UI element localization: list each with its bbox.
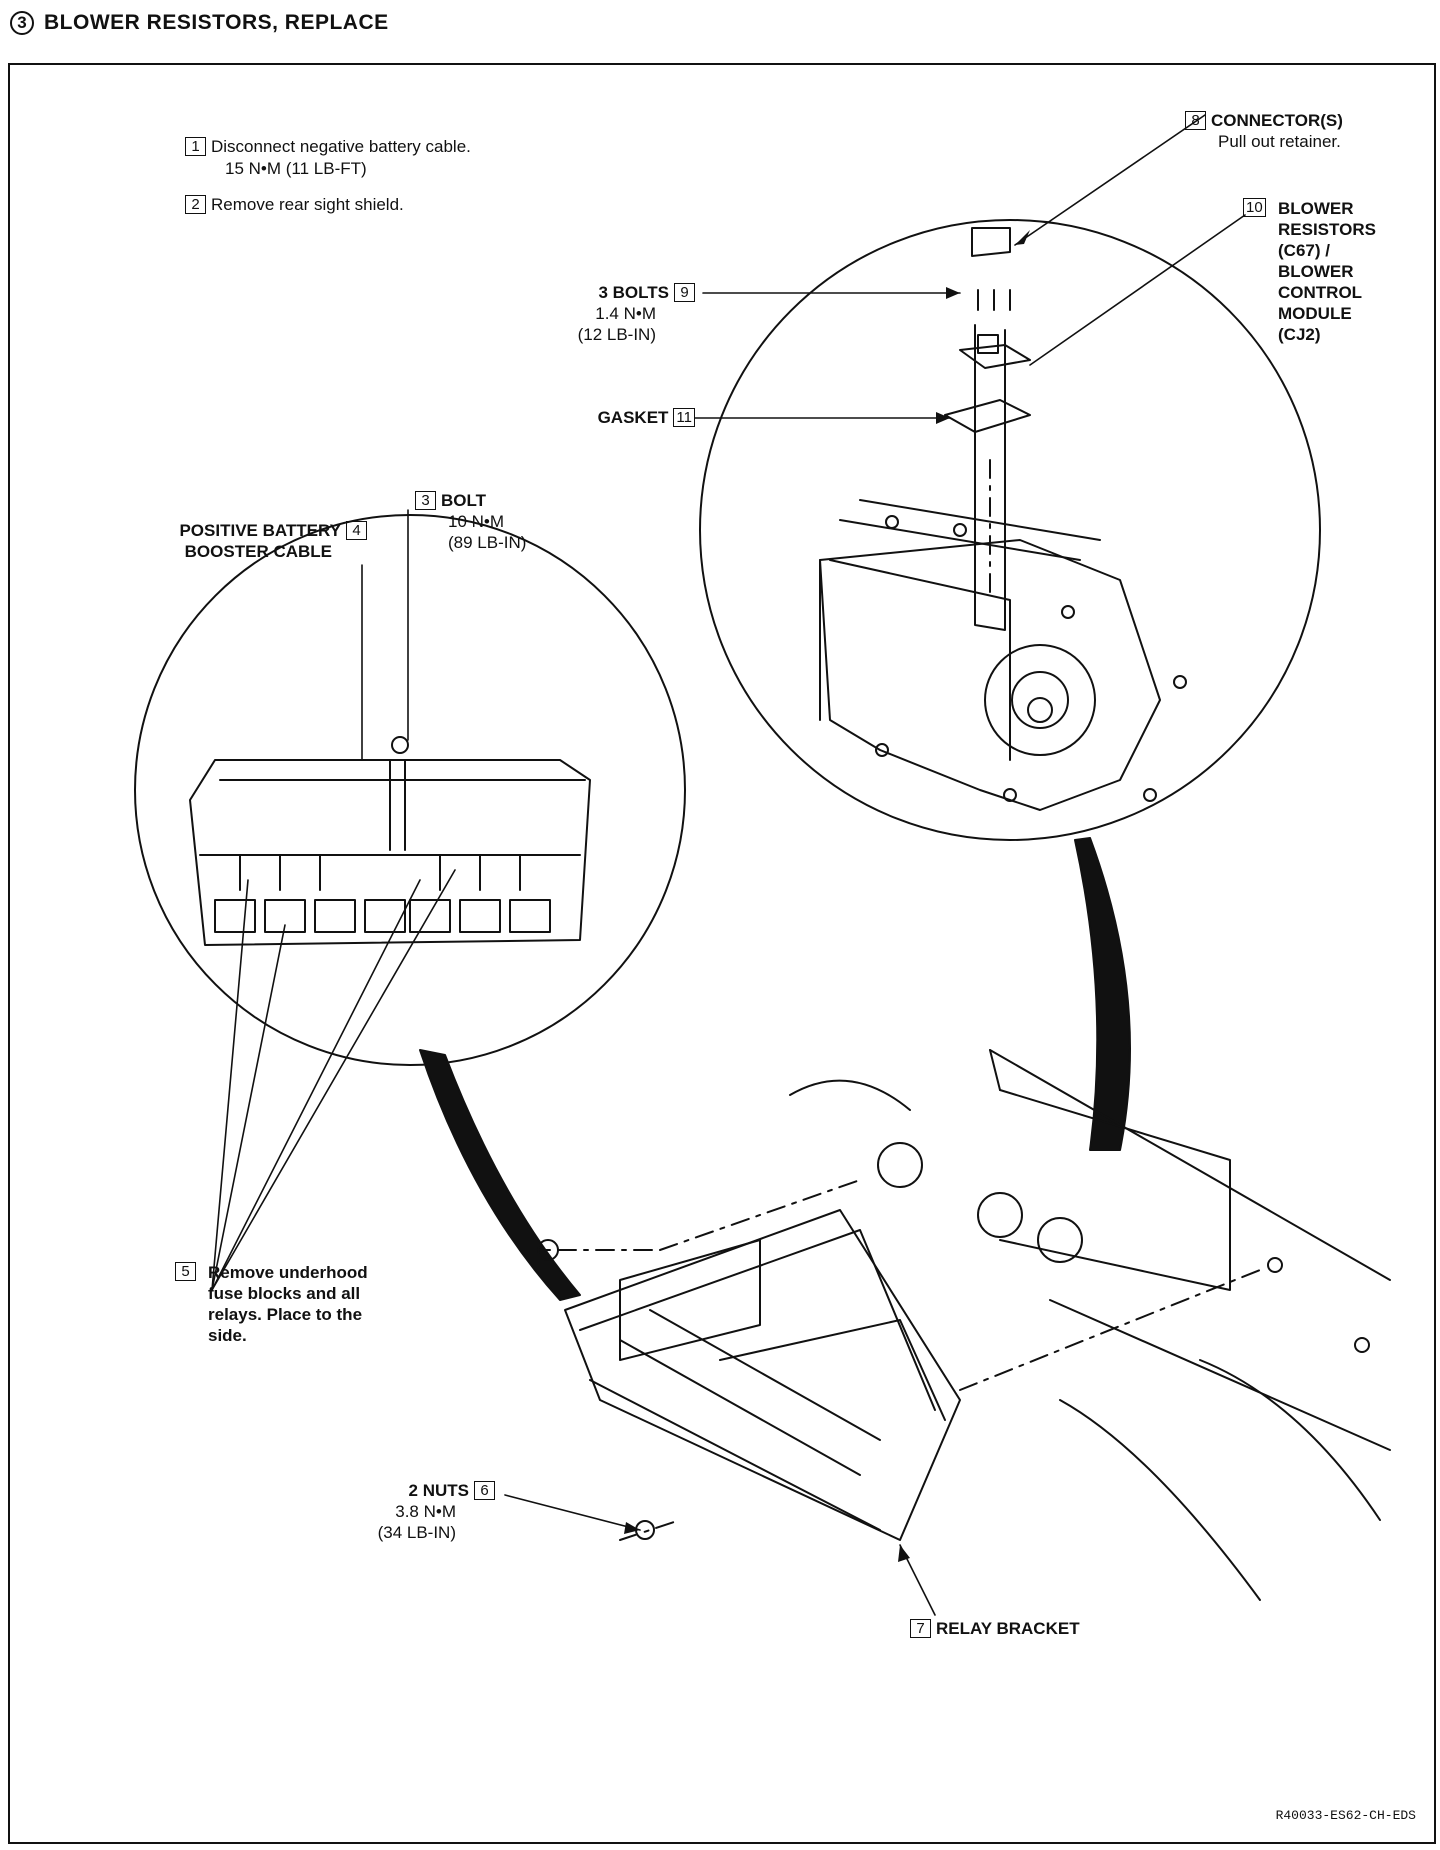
callout-relay-bracket-name: RELAY BRACKET — [936, 1619, 1080, 1638]
callout-nuts-name: 2 NUTS — [408, 1481, 469, 1500]
callout-blower-resistors-line: (CJ2) — [1278, 325, 1321, 344]
callout-positive-cable: POSITIVE BATTERY 4 BOOSTER CABLE — [179, 520, 372, 562]
figure-id: R40033-ES62-CH-EDS — [1275, 1808, 1416, 1823]
diagram-frame — [8, 63, 1436, 1844]
step-1-torque: 15 N•M (11 LB-FT) — [225, 159, 367, 178]
step-title: BLOWER RESISTORS, REPLACE — [44, 11, 389, 34]
blower-resistor-stack — [944, 227, 1031, 631]
callout-blower-resistors-line: BLOWER — [1278, 262, 1354, 281]
callout-positive-cable-number: 4 — [346, 521, 367, 540]
step-1-number: 1 — [185, 137, 206, 156]
callout-nuts-torque-alt: (34 LB-IN) — [377, 1523, 456, 1542]
detail-band-lower — [419, 1049, 581, 1301]
callout-blower-resistors-line: (C67) / — [1278, 241, 1330, 260]
callout-nuts-torque: 3.8 N•M — [395, 1502, 456, 1521]
callout-bolt-torque-alt: (89 LB-IN) — [448, 533, 527, 552]
dash-lines — [519, 459, 1261, 1541]
step-1-text: Disconnect negative battery cable. — [211, 137, 471, 156]
callout-bolt-name: BOLT — [441, 491, 487, 510]
callout-bolts-torque: 1.4 N•M — [595, 304, 656, 323]
callout-fuse-blocks-line: relays. Place to the — [208, 1305, 363, 1324]
blower-housing — [819, 499, 1187, 811]
callout-positive-cable-line1: POSITIVE BATTERY — [179, 521, 341, 540]
callout-connector: 8 CONNECTOR(S) Pull out retainer. — [1180, 110, 1343, 152]
callout-blower-resistors-line: MODULE — [1278, 304, 1352, 323]
callout-nuts: 2 NUTS 6 3.8 N•M (34 LB-IN) — [378, 1480, 500, 1543]
callout-bolt-torque: 10 N•M — [448, 512, 505, 531]
step-2-text: Remove rear sight shield. — [211, 195, 404, 214]
step-2-number: 2 — [185, 195, 206, 214]
vehicle-structure — [789, 1049, 1391, 1601]
step-number-badge: 3 — [10, 11, 34, 35]
step-2: 2 Remove rear sight shield. — [180, 194, 404, 216]
callout-fuse-blocks-line: side. — [208, 1326, 247, 1345]
callout-fuse-blocks-number: 5 — [175, 1262, 196, 1281]
callout-bolts-number: 9 — [674, 283, 695, 302]
callout-connector-number: 8 — [1185, 111, 1206, 130]
detail-circle-blower — [699, 219, 1321, 841]
callout-blower-resistors-line: RESISTORS — [1278, 220, 1376, 239]
relay-bracket — [564, 1209, 961, 1541]
step-1: 1 Disconnect negative battery cable. 15 N… — [180, 136, 471, 180]
callout-positive-cable-line2: BOOSTER CABLE — [184, 542, 332, 561]
leader-lines — [211, 114, 1246, 1616]
callout-blower-resistors-line: CONTROL — [1278, 283, 1363, 302]
callout-gasket-name: GASKET — [597, 408, 669, 427]
callout-bolt-number: 3 — [415, 491, 436, 510]
callout-connector-name: CONNECTOR(S) — [1211, 111, 1343, 130]
fuse-block — [189, 736, 591, 946]
callout-relay-bracket-number: 7 — [910, 1619, 931, 1638]
step-header: 3 BLOWER RESISTORS, REPLACE — [10, 8, 389, 38]
arrow-heads — [624, 230, 1030, 1562]
callout-bolt: 3 BOLT 10 N•M (89 LB-IN) — [410, 490, 526, 553]
callout-connector-note: Pull out retainer. — [1218, 132, 1341, 151]
callout-relay-bracket: 7 RELAY BRACKET — [905, 1618, 1080, 1639]
detail-circle-fuseblock — [134, 514, 686, 1066]
callout-fuse-blocks-line: Remove underhood — [208, 1263, 368, 1282]
callout-bolts-name: 3 BOLTS — [598, 283, 669, 302]
callout-fuse-blocks-line: fuse blocks and all — [208, 1284, 361, 1303]
callout-fuse-blocks: 5 Remove underhood fuse blocks and all r… — [170, 1262, 368, 1346]
callout-blower-resistors-number: 10 — [1243, 198, 1266, 217]
callout-bolts-torque-alt: (12 LB-IN) — [577, 325, 656, 344]
callout-nuts-number: 6 — [474, 1481, 495, 1500]
callout-blower-resistors-line: BLOWER — [1278, 199, 1354, 218]
callout-bolts: 3 BOLTS 9 1.4 N•M (12 LB-IN) — [578, 282, 700, 345]
callout-gasket-number: 11 — [673, 408, 695, 427]
callout-blower-resistors: 10 BLOWER RESISTORS (C67) / BLOWER CONTR… — [1238, 198, 1376, 345]
detail-band-upper — [1074, 837, 1131, 1151]
